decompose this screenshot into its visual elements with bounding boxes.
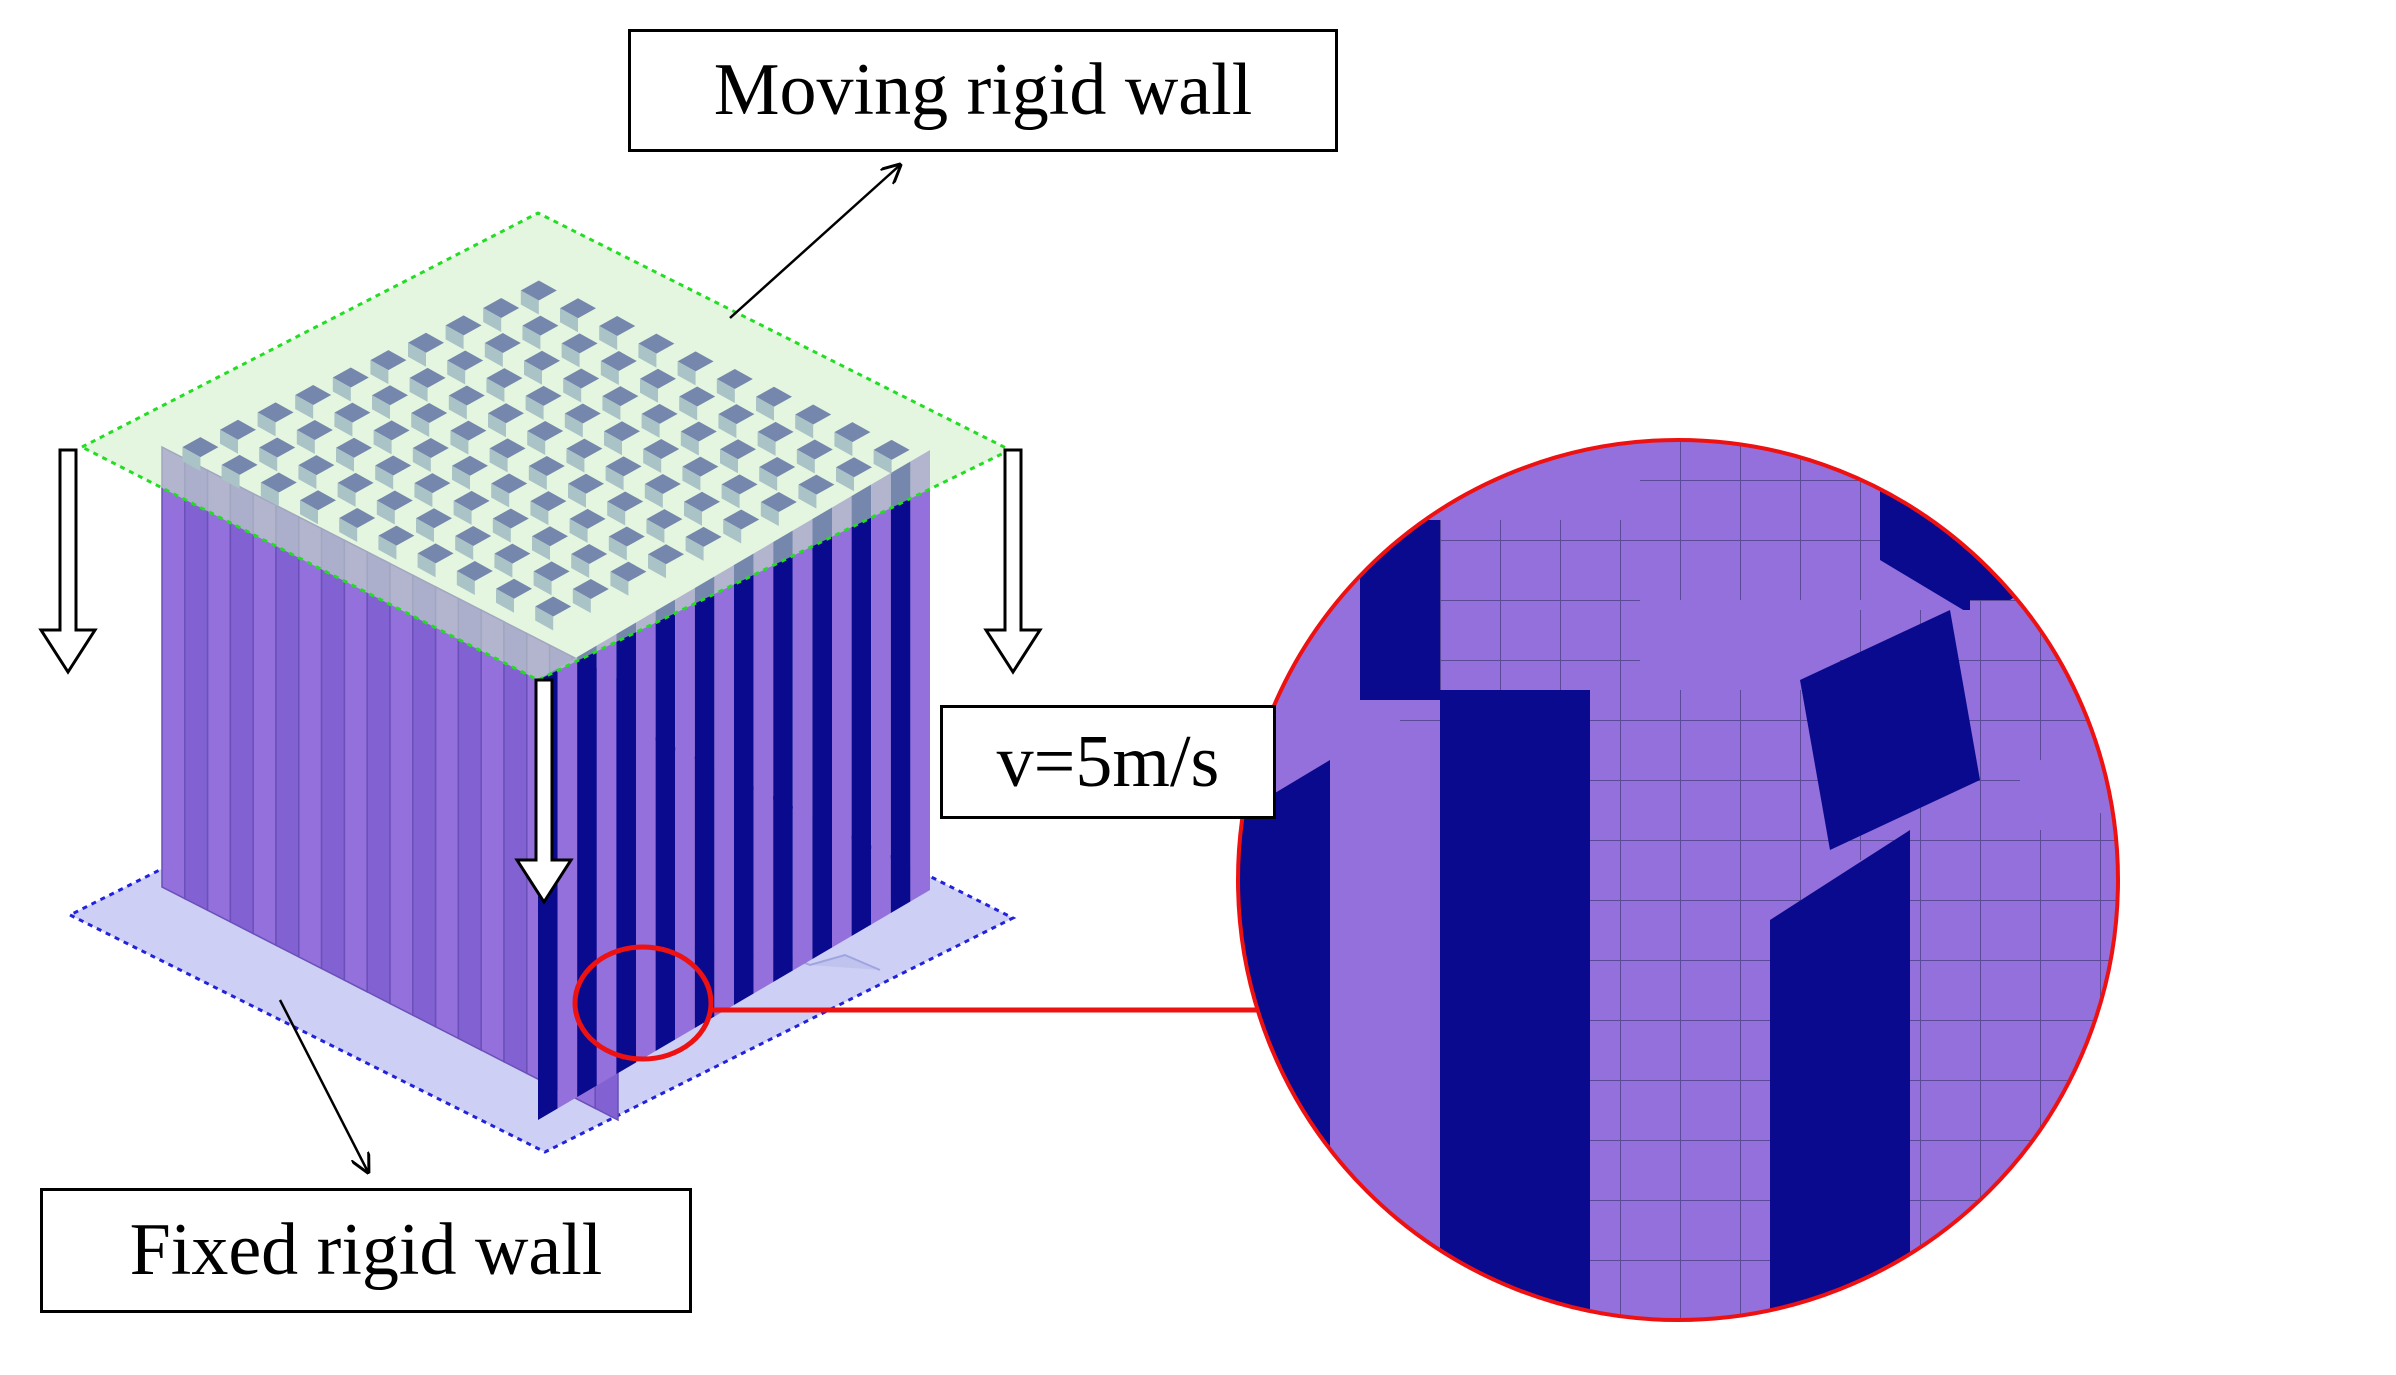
tube-wall-segment (389, 562, 414, 1017)
tube-wall-segment (503, 620, 528, 1075)
tube-wall-segment (252, 492, 277, 947)
zoom-detail-view (1238, 440, 2118, 1320)
tube-wall-segment (320, 527, 346, 982)
tube-wall-segment (184, 457, 209, 912)
tube-wall-segment (851, 484, 872, 936)
moving-rigid-wall-label: Moving rigid wall (628, 29, 1338, 152)
tube-wall-segment (412, 573, 437, 1029)
tube-wall-segment (457, 597, 482, 1052)
zoom-circle-border (1236, 438, 2120, 1322)
tube-wall-segment (577, 645, 597, 1097)
down-arrow-icon (514, 678, 574, 905)
tube-wall-segment (434, 585, 460, 1040)
tube-wall-segment (910, 450, 930, 902)
fixed-rigid-wall-label: Fixed rigid wall (40, 1188, 692, 1313)
tube-wall-segment (753, 542, 774, 994)
tube-wall-segment (557, 657, 578, 1109)
down-arrow-icon (38, 448, 98, 675)
tube-wall-segment (366, 550, 391, 1005)
tube-wall-segment (675, 588, 695, 1040)
tube-wall-segment (792, 519, 813, 971)
tube-wall-segment (343, 538, 368, 994)
tube-wall-segment (734, 553, 754, 1005)
tube-wall-segment (480, 608, 505, 1063)
tube-array-right-face (538, 450, 930, 1120)
moving-wall-leader-line (729, 165, 900, 319)
tube-wall-segment (161, 445, 186, 900)
fixed-wall-leader-line (278, 999, 368, 1172)
tube-wall-segment (298, 515, 323, 970)
tube-wall-segment (596, 634, 617, 1086)
tube-wall-segment (871, 473, 891, 925)
tube-wall-segment (890, 461, 911, 913)
tube-wall-segment (206, 469, 232, 924)
tube-wall-segment (616, 622, 636, 1074)
velocity-label: v=5m/s (940, 705, 1276, 819)
tube-wall-segment (773, 530, 793, 982)
down-arrow-icon (983, 448, 1043, 675)
tube-wall-segment (275, 504, 300, 959)
tube-wall-segment (636, 611, 656, 1063)
tube-wall-segment (832, 496, 852, 948)
tube-wall-segment (229, 480, 254, 935)
tube-wall-segment (694, 576, 715, 1028)
tube-wall-segment (714, 565, 734, 1017)
tube-wall-segment (655, 599, 676, 1051)
callout-circle (572, 944, 714, 1062)
tube-wall-segment (812, 507, 832, 959)
